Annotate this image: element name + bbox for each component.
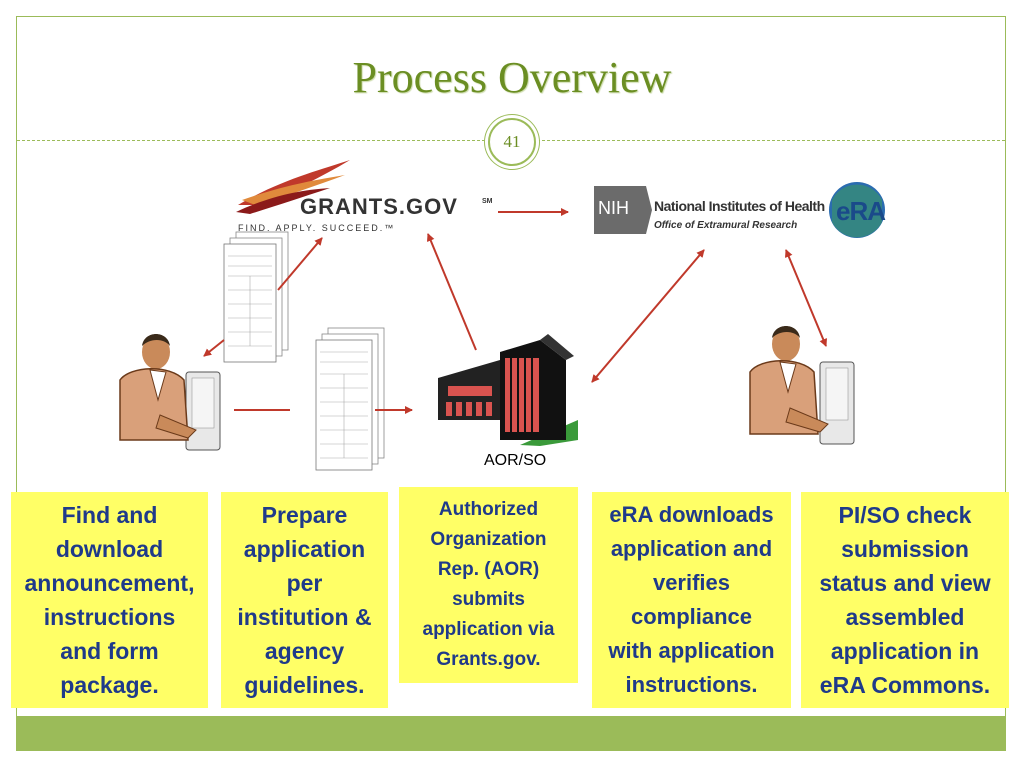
grants-gov-logo [236,160,350,214]
step-box-pi-so-check: PI/SO check submission status and view a… [801,492,1009,708]
building-icon [438,334,578,446]
nih-subtitle: Office of Extramural Research [654,220,798,231]
aor-so-label: AOR/SO [484,452,547,469]
slide-title: Process Overview [352,53,672,102]
era-logo [829,182,885,238]
step-line: institution & [237,604,372,630]
step-line: PI/SO check [838,502,972,528]
era-logo-text: eRA [836,196,886,226]
footer-bar [17,716,1005,750]
step-line: guidelines. [244,672,365,698]
slide-frame [16,16,1006,751]
step-line: assembled [845,604,965,630]
grants-gov-name: GRANTS.GOV [300,194,458,219]
step-line: application in [830,638,980,664]
arrow-era-person-right [785,249,827,347]
person-at-computer-left [119,334,221,451]
step-line: Rep. (AOR) [437,559,540,580]
nih-abbreviation: NIH [598,198,629,218]
step-line: verifies [652,570,731,595]
step-line: Grants.gov. [436,649,541,670]
step-line: instructions. [625,672,758,697]
step-line: with application [608,638,775,663]
step-line: status and view [819,570,991,596]
arrow-forms-to-grants [277,237,323,291]
grants-gov-tagline: FIND. APPLY. SUCCEED.™ [238,223,396,233]
flow-arrows [203,208,827,414]
form-stack-middle [315,327,385,471]
step-line: application via [422,619,555,640]
person-at-computer-right [749,326,855,445]
step-line: download [55,536,164,562]
step-line: Authorized [438,499,539,520]
step-line: submission [841,536,969,562]
arrow-nih-building [591,249,705,383]
step-line: agency [264,638,345,664]
arrow-building-to-grants [426,233,477,351]
step-line: application and [610,536,773,561]
step-line: submits [452,589,525,610]
step-line: Organization [430,529,547,550]
page-number-badge: 41 [488,118,536,166]
step-line: Prepare [261,502,348,528]
step-line: and form [60,638,159,664]
arrow-forms-to-person-left [203,339,225,357]
step-box-era-downloads: eRA downloads application and verifies c… [592,492,791,708]
step-box-prepare: Prepare application per institution & ag… [221,492,388,708]
step-line: instructions [43,604,176,630]
step-box-find-download: Find and download announcement, instruct… [11,492,208,708]
step-line: Find and [61,502,158,528]
grants-gov-sm-mark: SM [482,198,493,205]
step-line: per [286,570,323,596]
nih-name: National Institutes of Health [654,198,825,214]
form-stack-left [223,231,289,363]
step-box-aor-submits: Authorized Organization Rep. (AOR) submi… [399,487,578,683]
step-line: package. [60,672,159,698]
step-line: announcement, [24,570,195,596]
nih-logo [594,186,652,234]
step-line: eRA downloads [609,502,774,527]
step-line: eRA Commons. [819,672,991,698]
step-line: compliance [630,604,753,629]
step-line: application [243,536,366,562]
